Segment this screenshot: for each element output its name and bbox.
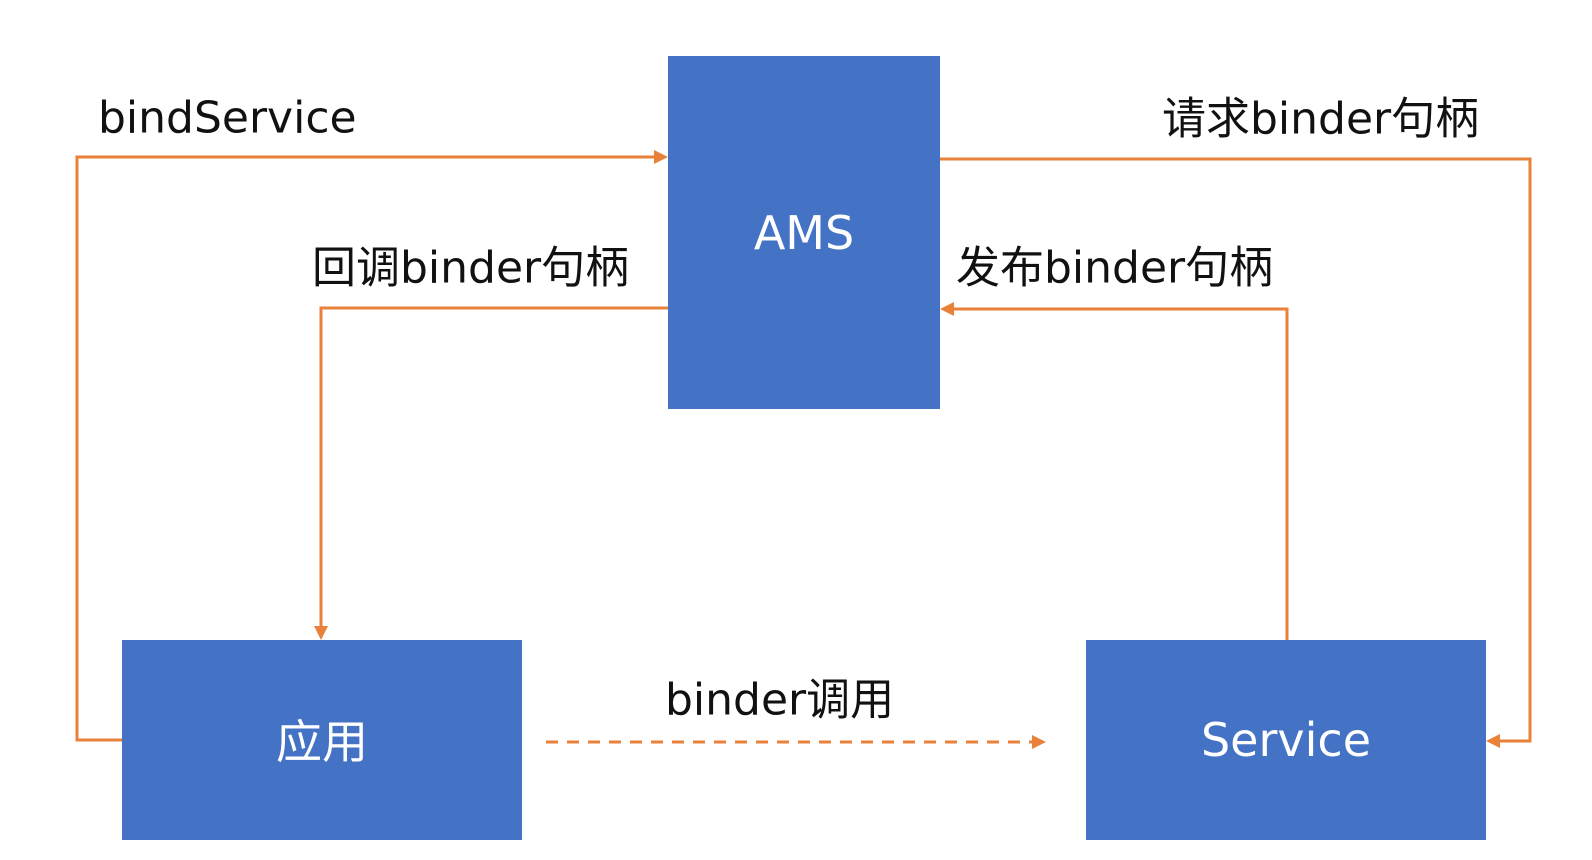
edge-bind-service <box>75 150 668 742</box>
node-ams-label: AMS <box>754 206 854 260</box>
edge-label-bind-service: bindService <box>98 93 357 144</box>
edge-label-binder-call: binder调用 <box>665 675 894 726</box>
node-app: 应用 <box>122 640 522 840</box>
arrowhead-callback-binder <box>314 626 328 640</box>
arrowhead-publish-binder <box>940 302 954 316</box>
edge-request-binder <box>940 157 1532 748</box>
arrowhead-bind-service <box>654 150 668 164</box>
node-app-label: 应用 <box>276 715 368 769</box>
edge-label-publish-binder: 发布binder句柄 <box>956 243 1273 294</box>
edge-label-request-binder: 请求binder句柄 <box>1162 94 1479 145</box>
edge-binder-call <box>546 735 1046 749</box>
arrowhead-binder-call <box>1032 735 1046 749</box>
arrowhead-request-binder <box>1486 734 1500 748</box>
edge-callback-binder <box>314 306 668 640</box>
edge-label-callback-binder: 回调binder句柄 <box>312 243 629 294</box>
edge-publish-binder <box>940 302 1289 640</box>
node-ams: AMS <box>668 56 940 409</box>
node-service: Service <box>1086 640 1486 840</box>
node-service-label: Service <box>1201 713 1371 767</box>
